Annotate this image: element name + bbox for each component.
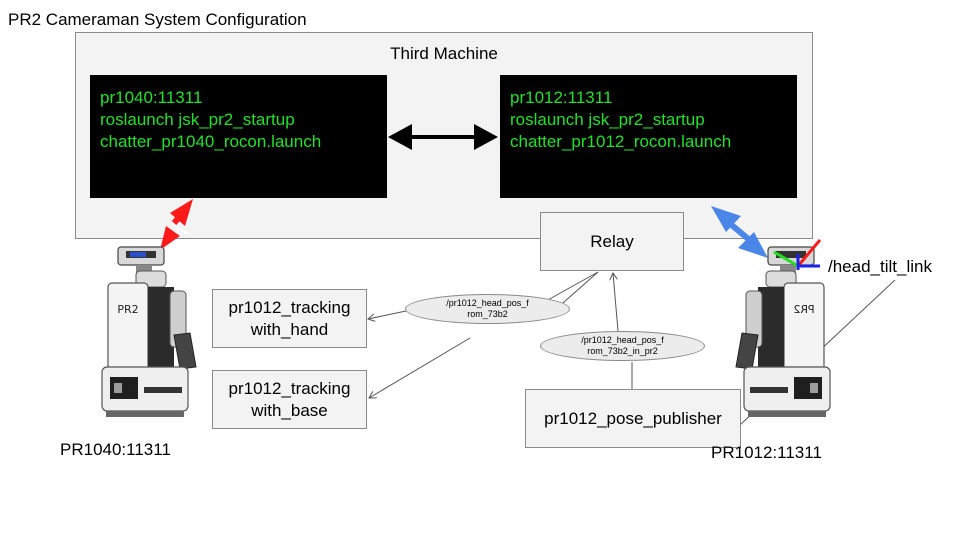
pr1012-link-arrow: [711, 206, 768, 258]
terminal-link-arrow: [388, 124, 498, 150]
terminal-line: pr1040:11311: [100, 88, 203, 107]
page-title: PR2 Cameraman System Configuration: [8, 10, 307, 29]
node-label-line: with_base: [251, 400, 328, 420]
terminal-pr1012: pr1012:11311 roslaunch jsk_pr2_startup c…: [500, 75, 797, 198]
pr2-robot-icon: PR2: [735, 246, 831, 417]
svg-text:PR2: PR2: [117, 303, 138, 316]
terminal-line: chatter_pr1012_rocon.launch: [510, 132, 732, 151]
terminal-line: chatter_pr1040_rocon.launch: [100, 132, 322, 151]
pose-publisher-label: pr1012_pose_publisher: [544, 408, 722, 428]
coordinate-axes-icon: [773, 239, 822, 270]
relay-label: Relay: [590, 231, 634, 251]
topic-label-line: rom_73b2: [467, 309, 508, 319]
pr1040-link-arrow: [160, 199, 193, 250]
pose-publisher-node: pr1012_pose_publisher: [525, 389, 741, 448]
topic-head-pos-from-73b2: /pr1012_head_pos_f rom_73b2: [405, 294, 570, 324]
topic-label-line: rom_73b2_in_pr2: [587, 346, 658, 356]
head-tilt-link-label: /head_tilt_link: [828, 257, 932, 276]
terminal-line: pr1012:11311: [510, 88, 613, 107]
node-label-line: pr1012_tracking: [228, 378, 351, 398]
terminal-pr1040: pr1040:11311 roslaunch jsk_pr2_startup c…: [90, 75, 387, 198]
terminal-line: roslaunch jsk_pr2_startup: [510, 110, 705, 129]
relay-node: Relay: [540, 212, 684, 271]
tracking-with-hand-node: pr1012_tracking with_hand: [212, 289, 367, 348]
third-machine-label: Third Machine: [390, 44, 498, 63]
node-label-line: pr1012_tracking: [228, 297, 351, 317]
pr2-robot-icon: PR2: [101, 246, 197, 417]
topic-label-line: /pr1012_head_pos_f: [581, 335, 664, 345]
topic-head-pos-from-73b2-in-pr2: /pr1012_head_pos_f rom_73b2_in_pr2: [540, 331, 705, 361]
node-label-line: with_hand: [250, 319, 329, 339]
svg-text:PR2: PR2: [793, 303, 814, 316]
tracking-with-base-node: pr1012_tracking with_base: [212, 370, 367, 429]
topic-label-line: /pr1012_head_pos_f: [446, 298, 529, 308]
robot-label-pr1040: PR1040:11311: [60, 440, 171, 459]
robot-label-pr1012: PR1012:11311: [711, 443, 822, 462]
terminal-line: roslaunch jsk_pr2_startup: [100, 110, 295, 129]
